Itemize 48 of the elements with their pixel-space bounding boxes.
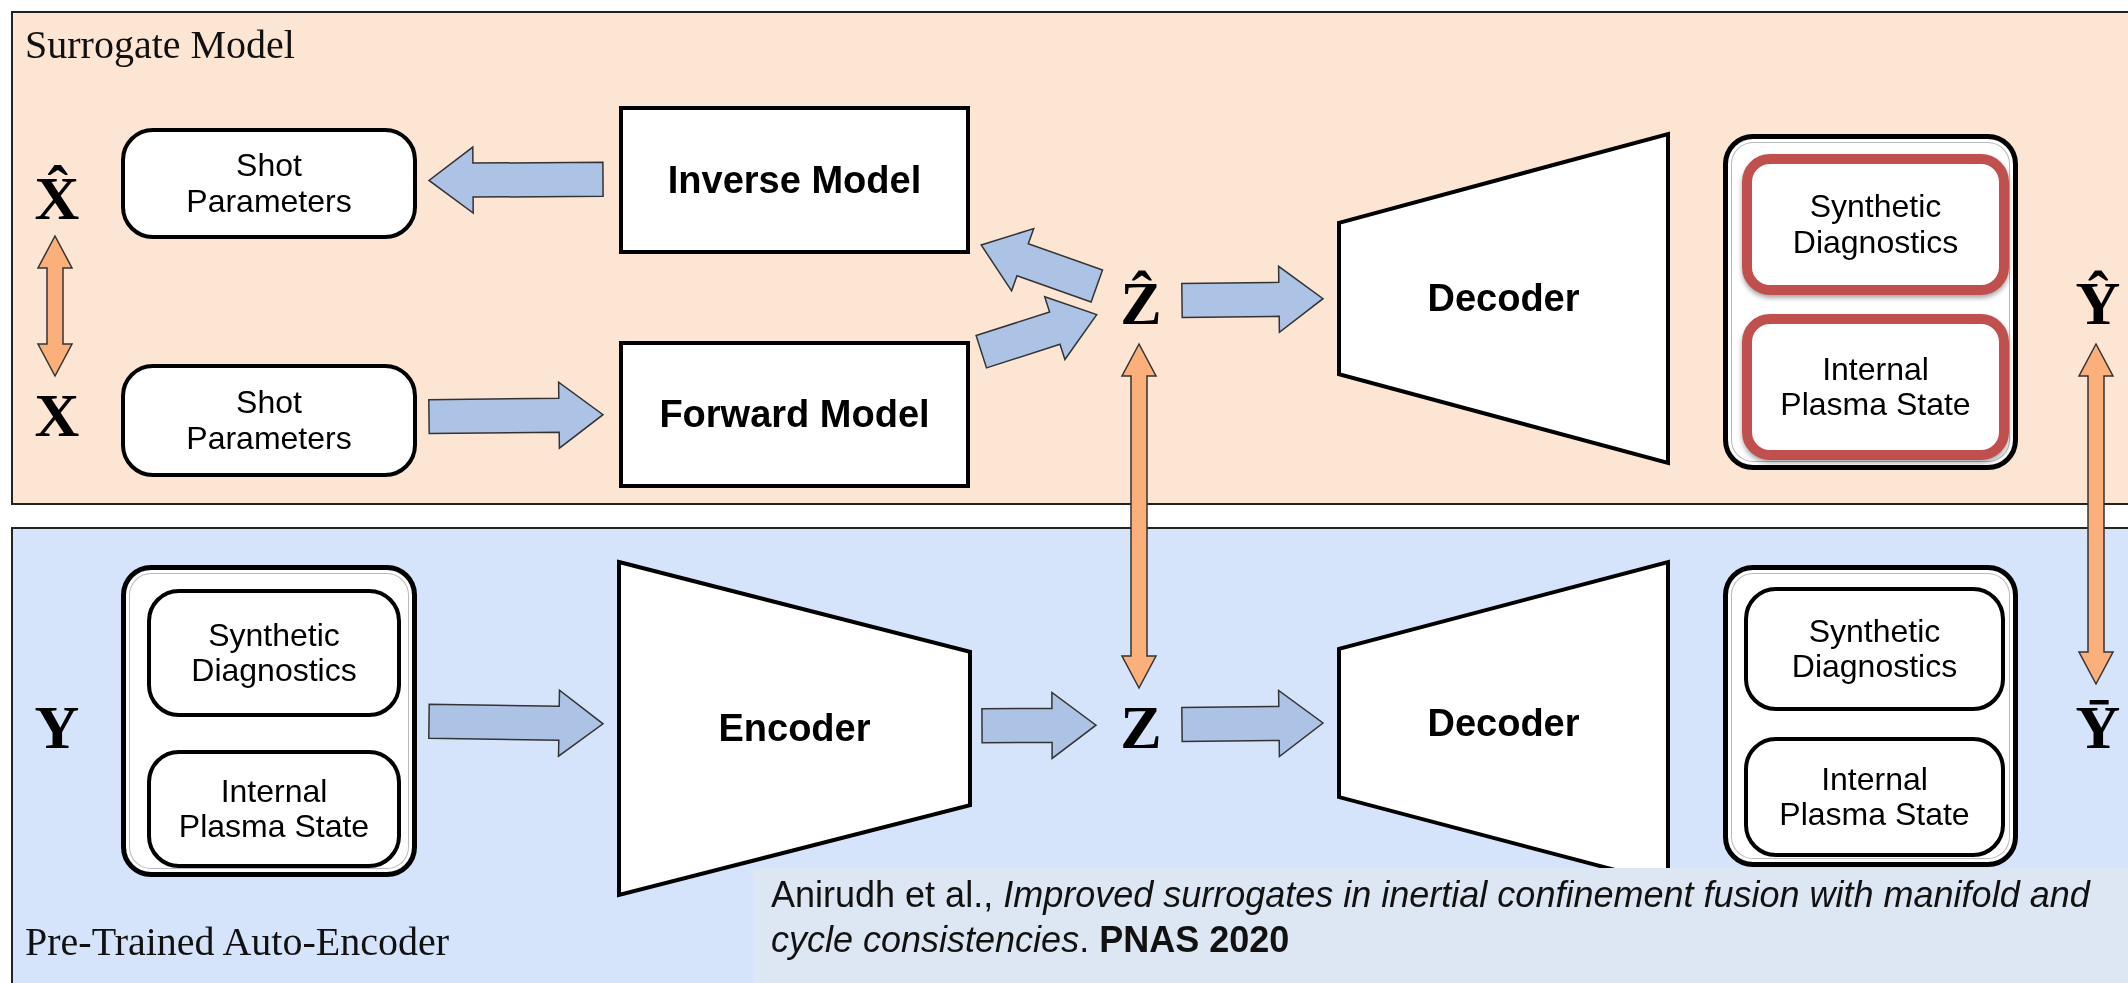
block-arrow (427, 145, 604, 215)
block-arrow (981, 690, 1098, 760)
rounded-box (121, 128, 417, 239)
rounded-box (147, 750, 401, 868)
container-box (1723, 565, 2018, 867)
block-arrow (428, 380, 605, 450)
box-label: Decoder (1427, 701, 1580, 745)
box-label: Encoder (718, 707, 871, 750)
panel-background (11, 11, 2128, 505)
box-label: Decoder (1427, 277, 1580, 320)
panel-title: Pre-Trained Auto-Encoder (25, 918, 449, 965)
box-label: Shot Parameters (185, 148, 353, 219)
math-symbol: Ȳ (2070, 690, 2126, 764)
block-arrow (1181, 689, 1325, 758)
box-label: Inverse Model (667, 158, 922, 202)
box-label: Internal Plasma State (1778, 761, 1971, 833)
double-arrow (1120, 342, 1158, 690)
math-symbol: Y (30, 694, 84, 760)
math-symbol: X (30, 382, 84, 448)
container-box (121, 565, 417, 877)
block-arrow (975, 295, 1098, 369)
model-box (619, 106, 970, 254)
math-symbol: X̂ (30, 162, 84, 234)
rounded-box (1744, 737, 2005, 857)
double-arrow (2077, 342, 2115, 686)
model-box (619, 341, 970, 488)
rounded-box (1744, 587, 2005, 711)
rounded-box (121, 364, 417, 477)
box-label: Internal Plasma State (1779, 351, 1972, 423)
box-label: Synthetic Diagnostics (190, 617, 358, 689)
box-label: Synthetic Diagnostics (1790, 613, 1959, 685)
rounded-box (147, 589, 401, 717)
block-arrow (1181, 264, 1325, 334)
math-symbol: Ŷ (2070, 264, 2126, 342)
panel-title: Surrogate Model (25, 21, 295, 68)
block-arrow (980, 227, 1104, 303)
highlighted-box (1742, 314, 2009, 460)
double-arrow (36, 234, 74, 378)
block-arrow (428, 688, 605, 758)
box-label: Shot Parameters (185, 385, 353, 456)
box-label: Forward Model (659, 393, 930, 436)
math-symbol: Ẑ (1112, 264, 1170, 342)
box-label: Internal Plasma State (177, 773, 371, 845)
box-label: Synthetic Diagnostics (1791, 189, 1960, 260)
math-symbol: Z (1112, 694, 1170, 760)
citation-text: Anirudh et al., Improved surrogates in inertial confinement fusion with manifold and cycle consistencies. PNAS 2020 (753, 868, 2128, 983)
container-box (1723, 134, 2018, 470)
highlighted-box (1742, 154, 2009, 295)
